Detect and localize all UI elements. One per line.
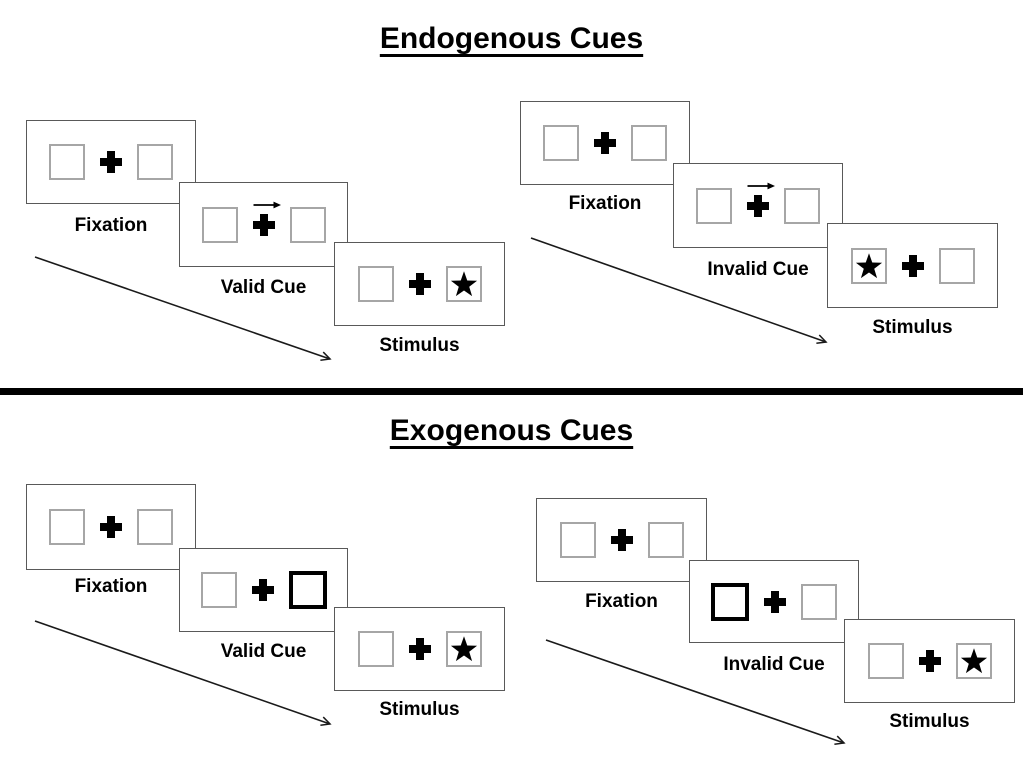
section-title-exogenous: Exogenous Cues: [389, 414, 634, 447]
plus-icon: [252, 213, 275, 236]
right-box: [938, 247, 975, 284]
left-box: [357, 631, 394, 667]
cue-highlight-box: [288, 571, 327, 609]
right-box: [137, 144, 173, 180]
left-box: [696, 187, 732, 224]
section-divider: [0, 388, 1023, 395]
panel-fixation: [536, 498, 707, 582]
left-box: [559, 522, 596, 558]
fixation-cross: [747, 182, 775, 217]
step-label: Invalid Cue: [707, 259, 809, 280]
step-label: Fixation: [585, 591, 658, 612]
step-label: Stimulus: [872, 317, 953, 338]
step-label: Invalid Cue: [723, 654, 825, 675]
plus-icon: [747, 194, 769, 217]
panel-fixation: [26, 484, 196, 570]
plus-icon: [610, 529, 633, 551]
fixation-cross: [764, 590, 786, 613]
fixation-cross: [594, 132, 616, 154]
fixation-cross: [252, 201, 281, 236]
right-box: [445, 631, 482, 667]
plus-icon: [251, 579, 274, 601]
cue-highlight-box: [711, 582, 749, 621]
star-icon: [960, 648, 987, 674]
panel-stimulus: [334, 607, 505, 691]
fixation-cross: [100, 516, 122, 538]
right-box: [289, 206, 326, 243]
panel-fixation: [520, 101, 690, 185]
fixation-cross: [610, 529, 633, 551]
fixation-cross: [408, 638, 431, 660]
left-box: [357, 266, 394, 302]
plus-icon: [100, 516, 122, 538]
step-label: Valid Cue: [220, 641, 307, 662]
right-box: [801, 583, 837, 620]
left-box: [850, 247, 887, 284]
left-box: [200, 572, 237, 608]
left-box: [49, 144, 85, 180]
plus-icon: [100, 151, 122, 173]
right-box: [137, 509, 173, 545]
step-label: Stimulus: [379, 699, 460, 720]
panel-stimulus: [827, 223, 998, 308]
right-arrow-icon: [253, 201, 281, 208]
fixation-cross: [251, 579, 274, 601]
plus-icon: [918, 650, 941, 672]
step-label: Stimulus: [379, 335, 460, 356]
fixation-cross: [901, 254, 924, 277]
step-label: Fixation: [74, 576, 148, 597]
panel-stimulus: [334, 242, 505, 326]
step-label: Fixation: [74, 215, 148, 236]
plus-icon: [901, 254, 924, 277]
star-icon: [450, 271, 477, 297]
left-box: [201, 206, 238, 243]
panel-invalid-cue: [689, 560, 859, 643]
fixation-cross: [918, 650, 941, 672]
right-box: [445, 266, 482, 302]
left-box: [543, 125, 579, 161]
time-arrow: [34, 620, 332, 726]
step-label: Valid Cue: [220, 277, 307, 298]
plus-icon: [408, 273, 431, 295]
left-box: [49, 509, 85, 545]
plus-icon: [594, 132, 616, 154]
fixation-cross: [100, 151, 122, 173]
fixation-cross: [408, 273, 431, 295]
star-icon: [450, 636, 477, 662]
time-arrow: [545, 639, 846, 746]
time-arrow: [530, 237, 828, 344]
left-box: [867, 643, 904, 679]
right-box: [631, 125, 667, 161]
right-arrow-icon: [747, 182, 775, 189]
right-box: [784, 187, 820, 224]
section-title-endogenous: Endogenous Cues: [379, 22, 644, 55]
time-arrow: [34, 256, 332, 362]
right-box: [955, 643, 992, 679]
panel-fixation: [26, 120, 196, 204]
panel-valid-cue: [179, 548, 348, 632]
step-label: Stimulus: [889, 711, 970, 732]
plus-icon: [764, 590, 786, 613]
plus-icon: [408, 638, 431, 660]
panel-valid-cue: [179, 182, 348, 267]
step-label: Fixation: [568, 193, 642, 214]
panel-stimulus: [844, 619, 1015, 703]
panel-invalid-cue: [673, 163, 843, 248]
right-box: [647, 522, 684, 558]
star-icon: [855, 252, 882, 278]
